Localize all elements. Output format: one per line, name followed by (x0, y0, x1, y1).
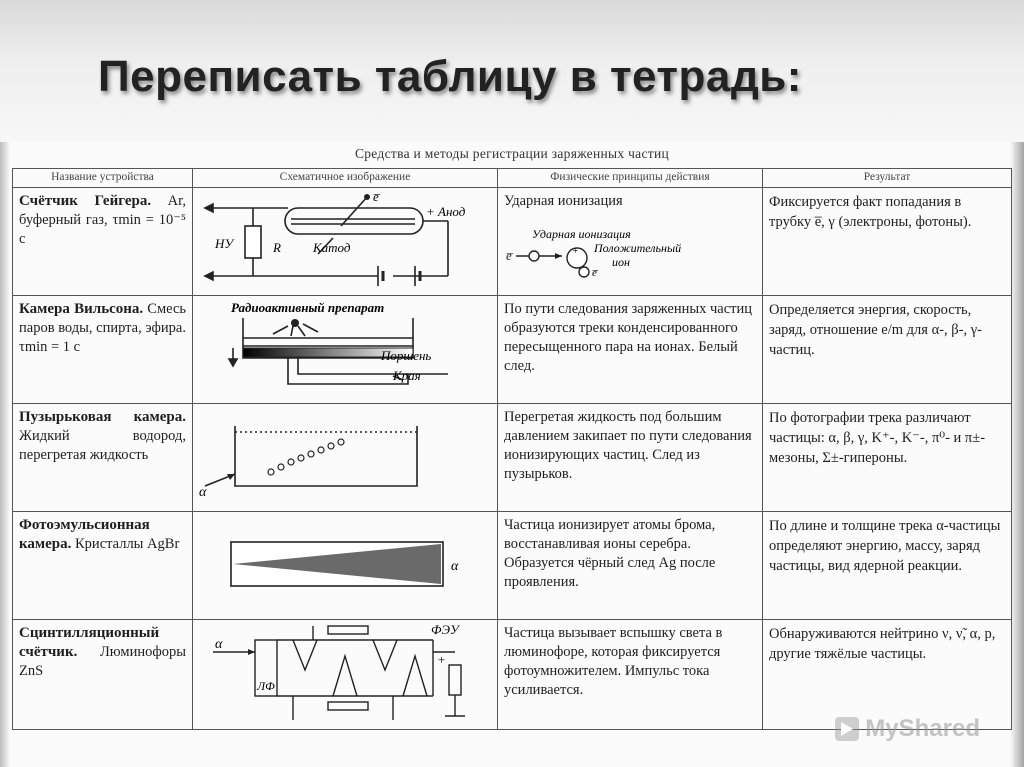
feu-label: ФЭУ (431, 622, 461, 637)
device-description: Смесь паров воды, спирта, эфира. τmin = … (19, 301, 186, 355)
table-row-scintillation: Сцинтилляционный счётчик. Люминофоры ZnS (12, 619, 1012, 730)
scheme-cell: α (192, 403, 498, 512)
principle-cell: Ударная ионизация Ударная ионизация e̅ +… (497, 187, 763, 296)
scheme-cell: e̅ + Анод Катод НУ R (192, 187, 498, 296)
impact-ionization-diagram: Ударная ионизация e̅ + e̅ Положительный … (506, 227, 681, 279)
header-device: Название устройства (12, 168, 193, 188)
scheme-cell: Радиоактивный препарат (192, 295, 498, 404)
slide-header: Переписать таблицу в тетрадь: (0, 0, 1024, 142)
scintillation-diagram: α ФЭУ ЛФ + (213, 622, 465, 720)
header-principle: Физические принципы действия (497, 168, 763, 188)
principle-cell: Частица ионизирует атомы брома, восстана… (497, 511, 763, 620)
plus-label: + (437, 652, 446, 667)
edges-label: Края (392, 368, 421, 383)
anode-label: + Анод (426, 204, 466, 219)
alpha-label: α (215, 637, 223, 652)
principle-cell: По пути следования заряженных частиц обр… (497, 295, 763, 404)
device-name: Пузырьковая камера. (19, 409, 186, 425)
play-icon (835, 717, 860, 741)
lf-label: ЛФ (256, 679, 275, 693)
device-name: Фотоэмульсионная камера. (19, 517, 150, 552)
table-row-geiger: Счётчик Гейгера. Ar, буферный газ, τmin … (12, 187, 1012, 296)
positive-ion-label-2: ион (612, 255, 630, 269)
device-cell: Камера Вильсона. Смесь паров воды, спирт… (12, 295, 193, 404)
registration-methods-table: Название устройства Схематичное изображе… (12, 168, 1012, 730)
page-edge-shadow-right (1010, 142, 1024, 767)
svg-text:e̅: e̅ (506, 248, 513, 263)
source-label: Радиоактивный препарат (231, 300, 384, 315)
positive-ion-label-1: Положительный (593, 241, 681, 255)
bubble-chamber-diagram: α (199, 426, 418, 500)
table-row-photoemulsion: Фотоэмульсионная камера. Кристаллы AgBr … (12, 511, 1012, 620)
device-name: Счётчик Гейгера. (19, 193, 152, 209)
device-cell: Пузырьковая камера. Жидкий водород, пере… (12, 403, 193, 512)
scheme-cell: α ФЭУ ЛФ + (192, 619, 498, 730)
result-cell: Обнаруживаются нейтрино ν, ν̃, α, p, дру… (762, 619, 1012, 730)
alpha-label: α (199, 485, 207, 500)
device-description: Жидкий водород, перегретая жидкость (19, 428, 186, 463)
alpha-label: α (451, 559, 459, 574)
header-scheme: Схематичное изображение (192, 168, 498, 188)
device-cell: Сцинтилляционный счётчик. Люминофоры ZnS (12, 619, 193, 730)
watermark-text: MyShared (865, 715, 980, 742)
result-cell: По фотографии трека различают частицы: α… (762, 403, 1012, 512)
svg-text:+: + (572, 246, 579, 257)
impact-label: Ударная ионизация (532, 227, 631, 241)
resistor-label: R (272, 240, 281, 255)
svg-text:e̅: e̅ (592, 267, 599, 279)
watermark: MyShared (835, 715, 980, 743)
device-cell: Фотоэмульсионная камера. Кристаллы AgBr (12, 511, 193, 620)
table-row-wilson: Камера Вильсона. Смесь паров воды, спирт… (12, 295, 1012, 404)
geiger-counter-diagram: e̅ + Анод Катод НУ R (203, 189, 466, 286)
page-title: Переписать таблицу в тетрадь: (98, 52, 802, 101)
wilson-chamber-diagram: Радиоактивный препарат (227, 300, 448, 385)
table-header-row: Название устройства Схематичное изображе… (12, 168, 1012, 188)
principle-cell: Перегретая жидкость под большим давление… (497, 403, 763, 512)
device-description: Ar, буферный газ, τmin = 10⁻⁵ с (19, 193, 186, 247)
principle-cell: Частица вызывает вспышку света в люминоф… (497, 619, 763, 730)
principle-text: Ударная ионизация (504, 193, 623, 209)
table-row-bubble: Пузырьковая камера. Жидкий водород, пере… (12, 403, 1012, 512)
header-result: Результат (762, 168, 1012, 188)
nu-label: НУ (214, 236, 235, 251)
device-name: Камера Вильсона. (19, 301, 144, 317)
result-cell: Фиксируется факт попадания в трубку e̅, … (762, 187, 1012, 296)
device-description: Кристаллы AgBr (75, 536, 180, 552)
electron-label: e̅ (373, 189, 380, 204)
device-cell: Счётчик Гейгера. Ar, буферный газ, τmin … (12, 187, 193, 296)
device-description: Люминофоры ZnS (19, 644, 186, 679)
result-cell: По длине и толщине трека α-частицы опред… (762, 511, 1012, 620)
piston-label: Поршень (380, 348, 431, 363)
scanned-table-image: Средства и методы регистрации заряженных… (0, 142, 1024, 767)
result-cell: Определяется энергия, скорость, заряд, о… (762, 295, 1012, 404)
cathode-label: Катод (312, 240, 351, 255)
photoemulsion-diagram: α (230, 541, 459, 587)
table-caption: Средства и методы регистрации заряженных… (354, 146, 670, 161)
device-name: Сцинтилляционный счётчик. (19, 625, 160, 660)
page-edge-shadow-left (0, 142, 10, 767)
scheme-cell: α (192, 511, 498, 620)
